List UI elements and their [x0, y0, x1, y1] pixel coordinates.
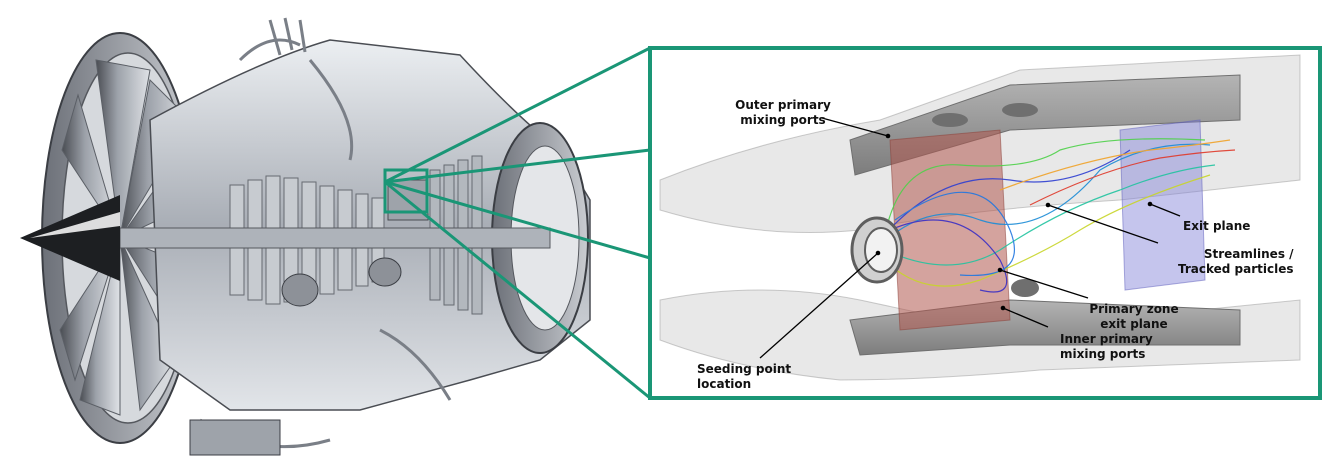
- nose-cone-highlight: [30, 212, 120, 238]
- label-outer-primary-mixing-ports: Outer primary mixing ports: [728, 98, 838, 128]
- combustor-model: [659, 54, 1301, 381]
- outer-port-hole-1: [932, 113, 968, 127]
- inner-port-hole: [1011, 279, 1039, 297]
- label-outer-ports-line2: mixing ports: [740, 113, 826, 127]
- engine-shaft: [119, 227, 551, 249]
- engine-highlight-box: [383, 168, 429, 214]
- primary-zone-exit-plane: [889, 129, 1011, 331]
- leader-streamlines: [1047, 204, 1159, 244]
- leader-primary-zone: [999, 269, 1089, 299]
- leader-dots: [875, 133, 1153, 311]
- leader-inner-ports: [1002, 307, 1049, 328]
- label-seeding-point-location: Seeding point location: [697, 362, 791, 392]
- label-inner-ports-line2: mixing ports: [1060, 347, 1146, 361]
- label-primary-zone-line1: Primary zone: [1089, 302, 1179, 316]
- leader-exit-plane: [1149, 203, 1181, 217]
- engine-cutaway: [20, 17, 591, 456]
- leader-outer-ports: [821, 117, 889, 137]
- nose-cone: [20, 195, 120, 281]
- outer-liner-panel: [849, 74, 1241, 176]
- label-streamlines-line2: Tracked particles: [1178, 262, 1294, 276]
- label-streamlines-line1: Streamlines /: [1203, 247, 1294, 261]
- label-primary-zone-exit-plane: Primary zone exit plane: [1084, 302, 1184, 332]
- outer-port-hole-2: [1002, 103, 1038, 117]
- accessory-gearbox: [189, 419, 281, 456]
- label-inner-ports-line1: Inner primary: [1060, 332, 1153, 346]
- label-primary-zone-line2: exit plane: [1100, 317, 1168, 331]
- streamlines: [879, 138, 1236, 293]
- label-outer-ports-line1: Outer primary: [735, 98, 831, 112]
- label-seeding-line2: location: [697, 377, 752, 391]
- leader-seeding: [759, 252, 879, 359]
- leader-lines: [759, 117, 1181, 359]
- label-streamlines-tracked-particles: Streamlines / Tracked particles: [1158, 247, 1294, 277]
- label-seeding-line1: Seeding point: [697, 362, 792, 376]
- zoom-connector-lines: [384, 46, 651, 400]
- accessory-unit-2: [368, 257, 402, 287]
- swirler-ring-inner: [864, 227, 898, 273]
- label-exit-plane: Exit plane: [1183, 219, 1251, 233]
- accessory-unit-1: [281, 273, 319, 307]
- label-inner-primary-mixing-ports: Inner primary mixing ports: [1060, 332, 1153, 362]
